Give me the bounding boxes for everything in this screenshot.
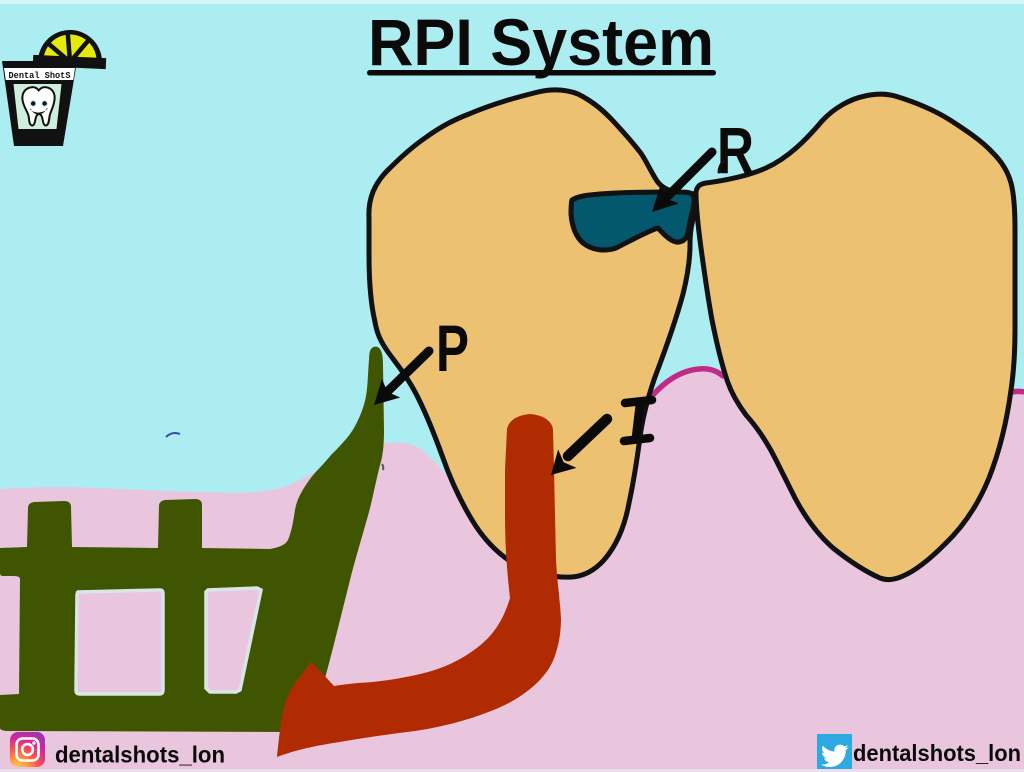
svg-text:R: R [717, 113, 754, 187]
svg-text:Dental ShotS: Dental ShotS [9, 70, 71, 81]
svg-text:dentalshots_lon: dentalshots_lon [55, 742, 225, 768]
svg-text:P: P [436, 311, 469, 385]
svg-text:RPI System: RPI System [368, 5, 714, 79]
svg-text:dentalshots_lon: dentalshots_lon [853, 740, 1021, 766]
